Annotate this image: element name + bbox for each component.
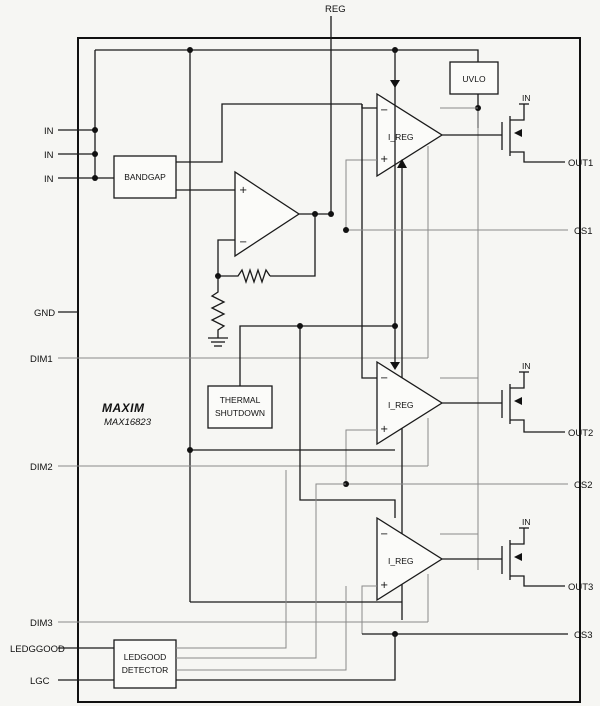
amp2-minus: − bbox=[380, 373, 388, 384]
amp2-label: I_REG bbox=[388, 400, 414, 410]
minus-sign: − bbox=[239, 237, 247, 248]
fet1-supply-label: IN bbox=[522, 93, 531, 103]
pin-label-dim1: DIM1 bbox=[30, 354, 53, 365]
amp1-label: I_REG bbox=[388, 132, 414, 142]
chip-outline bbox=[77, 37, 581, 703]
output-fet-1: IN bbox=[442, 93, 565, 163]
amp3-minus: − bbox=[380, 529, 388, 540]
thermal-shutdown-block bbox=[207, 385, 273, 429]
current-regulator-2: I_REG − + bbox=[376, 360, 444, 446]
amp3-plus: + bbox=[380, 580, 388, 591]
uvlo-label: UVLO bbox=[462, 74, 486, 84]
pin-label-ledgood: LEDGGOOD bbox=[10, 644, 65, 655]
fet3-supply-label: IN bbox=[522, 517, 531, 527]
pin-label-out3: OUT3 bbox=[568, 582, 593, 593]
maxim-logo: MAXIM bbox=[102, 401, 145, 415]
bandgap-block bbox=[113, 155, 177, 199]
pin-label-dim2: DIM2 bbox=[30, 462, 53, 473]
ground-resistor bbox=[210, 276, 226, 338]
pin-label-reg: REG bbox=[325, 4, 346, 15]
pin-label-lgc: LGC bbox=[30, 676, 50, 687]
pin-label-in-3: IN bbox=[44, 174, 54, 185]
ledgood-detector-block bbox=[113, 639, 177, 689]
thermal-label-line2: SHUTDOWN bbox=[215, 408, 265, 418]
current-regulator-1: I_REG − + bbox=[376, 92, 444, 178]
reference-amplifier: + − bbox=[234, 170, 301, 258]
pin-label-out2: OUT2 bbox=[568, 428, 593, 439]
amp3-label: I_REG bbox=[388, 556, 414, 566]
in-pins: IN IN IN bbox=[44, 50, 114, 185]
uvlo-block bbox=[449, 61, 499, 95]
bandgap-label: BANDGAP bbox=[124, 172, 166, 182]
pin-label-cs3: CS3 bbox=[574, 630, 592, 641]
output-fet-3: IN bbox=[442, 517, 565, 587]
pin-label-cs1: CS1 bbox=[574, 226, 592, 237]
pin-label-out1: OUT1 bbox=[568, 158, 593, 169]
fet2-supply-label: IN bbox=[522, 361, 531, 371]
detector-label-line1: LEDGOOD bbox=[124, 652, 167, 662]
in-rail bbox=[95, 49, 479, 128]
pin-label-cs2: CS2 bbox=[574, 480, 592, 491]
output-fet-2: IN bbox=[442, 361, 565, 433]
plus-sign: + bbox=[239, 185, 247, 196]
amp1-plus: + bbox=[380, 154, 388, 165]
amp1-minus: − bbox=[380, 105, 388, 116]
detector-label-line2: DETECTOR bbox=[122, 665, 169, 675]
thermal-label-line1: THERMAL bbox=[220, 395, 261, 405]
pin-label-dim3: DIM3 bbox=[30, 618, 53, 629]
amp2-plus: + bbox=[380, 424, 388, 435]
feedback-resistor bbox=[218, 267, 271, 285]
pin-label-in-2: IN bbox=[44, 150, 54, 161]
pin-label-gnd: GND bbox=[34, 308, 55, 319]
pin-label-in-1: IN bbox=[44, 126, 54, 137]
current-regulator-3: I_REG − + bbox=[376, 516, 444, 602]
part-number: MAX16823 bbox=[104, 417, 152, 428]
